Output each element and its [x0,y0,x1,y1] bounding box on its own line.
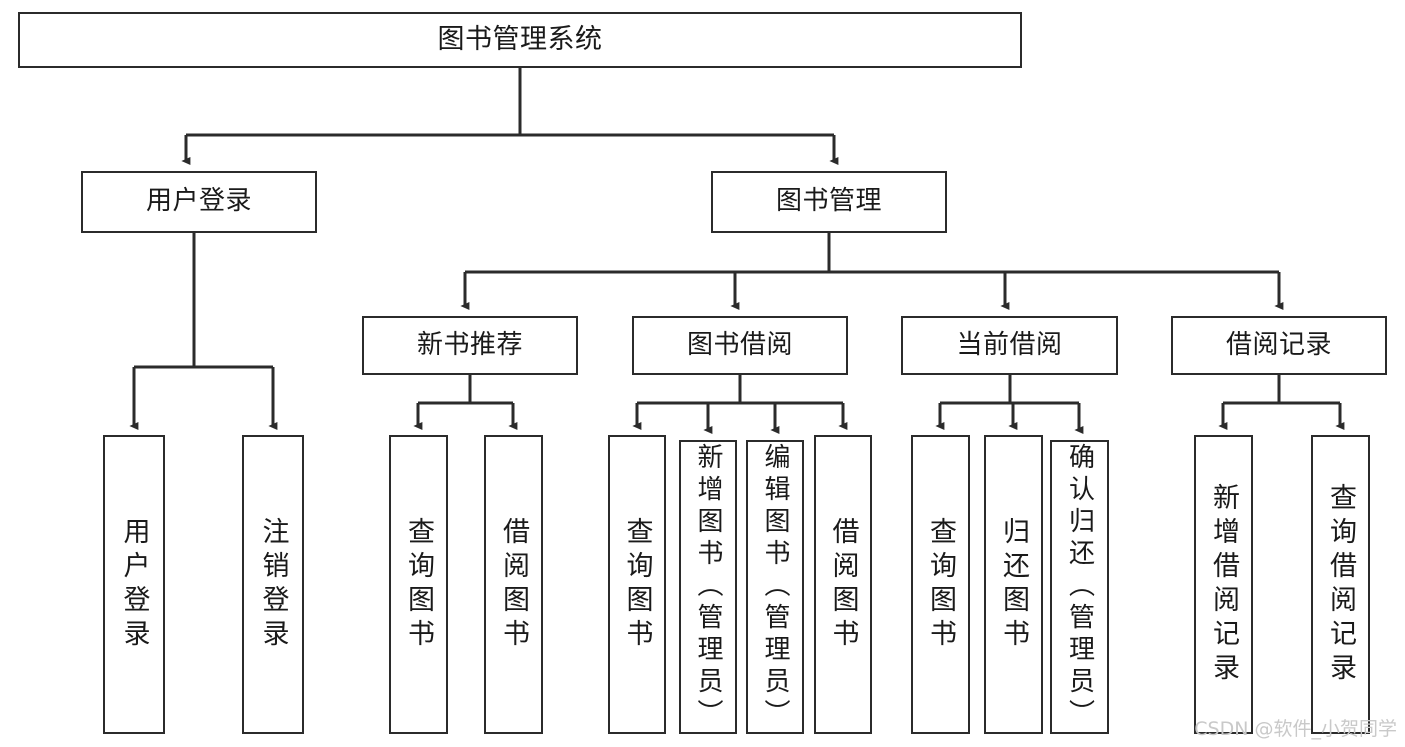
node-leaf-borrow-book-2[interactable]: 借阅图书 [814,435,872,734]
node-leaf-query-record[interactable]: 查询借阅记录 [1311,435,1370,734]
node-book-borrow-label: 图书借阅 [686,329,793,360]
node-leaf-user-login-label: 用户登录 [118,516,150,653]
node-leaf-query-book-2[interactable]: 查询图书 [608,435,666,734]
node-leaf-return-book[interactable]: 归还图书 [984,435,1043,734]
node-leaf-query-book-3[interactable]: 查询图书 [911,435,970,734]
node-leaf-borrow-book-2-label: 借阅图书 [827,516,859,653]
node-root-label: 图书管理系统 [437,23,603,55]
node-leaf-edit-book[interactable]: 编辑图书（管理员） [746,440,804,734]
node-user-login[interactable]: 用户登录 [81,171,317,233]
node-current-borrow-label: 当前借阅 [956,329,1063,360]
node-root[interactable]: 图书管理系统 [18,12,1022,68]
node-borrow-record-label: 借阅记录 [1225,329,1332,360]
node-borrow-record[interactable]: 借阅记录 [1171,316,1387,375]
node-leaf-query-record-label: 查询借阅记录 [1325,482,1356,687]
node-leaf-add-book-label: 新增图书（管理员） [693,443,723,731]
node-user-login-label: 用户登录 [145,186,252,217]
node-leaf-borrow-book-1[interactable]: 借阅图书 [484,435,543,734]
node-leaf-query-book-1[interactable]: 查询图书 [389,435,448,734]
node-leaf-confirm-return[interactable]: 确认归还（管理员） [1050,440,1109,734]
csdn-watermark: CSDN @软件_小贺同学 [1194,718,1397,740]
node-leaf-add-book[interactable]: 新增图书（管理员） [679,440,737,734]
node-leaf-logout-login-label: 注销登录 [257,516,289,653]
node-current-borrow[interactable]: 当前借阅 [901,316,1118,375]
node-leaf-confirm-return-label: 确认归还（管理员） [1064,443,1095,731]
node-leaf-add-record-label: 新增借阅记录 [1208,482,1239,687]
node-book-manage-label: 图书管理 [775,186,882,217]
node-leaf-query-book-1-label: 查询图书 [403,516,434,653]
node-new-book-recommend[interactable]: 新书推荐 [362,316,578,375]
node-leaf-borrow-book-1-label: 借阅图书 [498,516,529,653]
node-leaf-return-book-label: 归还图书 [998,516,1029,653]
node-leaf-logout-login[interactable]: 注销登录 [242,435,304,734]
node-leaf-query-book-3-label: 查询图书 [925,516,956,653]
node-new-book-recommend-label: 新书推荐 [416,329,523,360]
node-book-borrow[interactable]: 图书借阅 [632,316,848,375]
node-leaf-query-book-2-label: 查询图书 [621,516,653,653]
node-leaf-add-record[interactable]: 新增借阅记录 [1194,435,1253,734]
node-book-manage[interactable]: 图书管理 [711,171,947,233]
node-leaf-edit-book-label: 编辑图书（管理员） [760,443,790,731]
node-leaf-user-login[interactable]: 用户登录 [103,435,165,734]
